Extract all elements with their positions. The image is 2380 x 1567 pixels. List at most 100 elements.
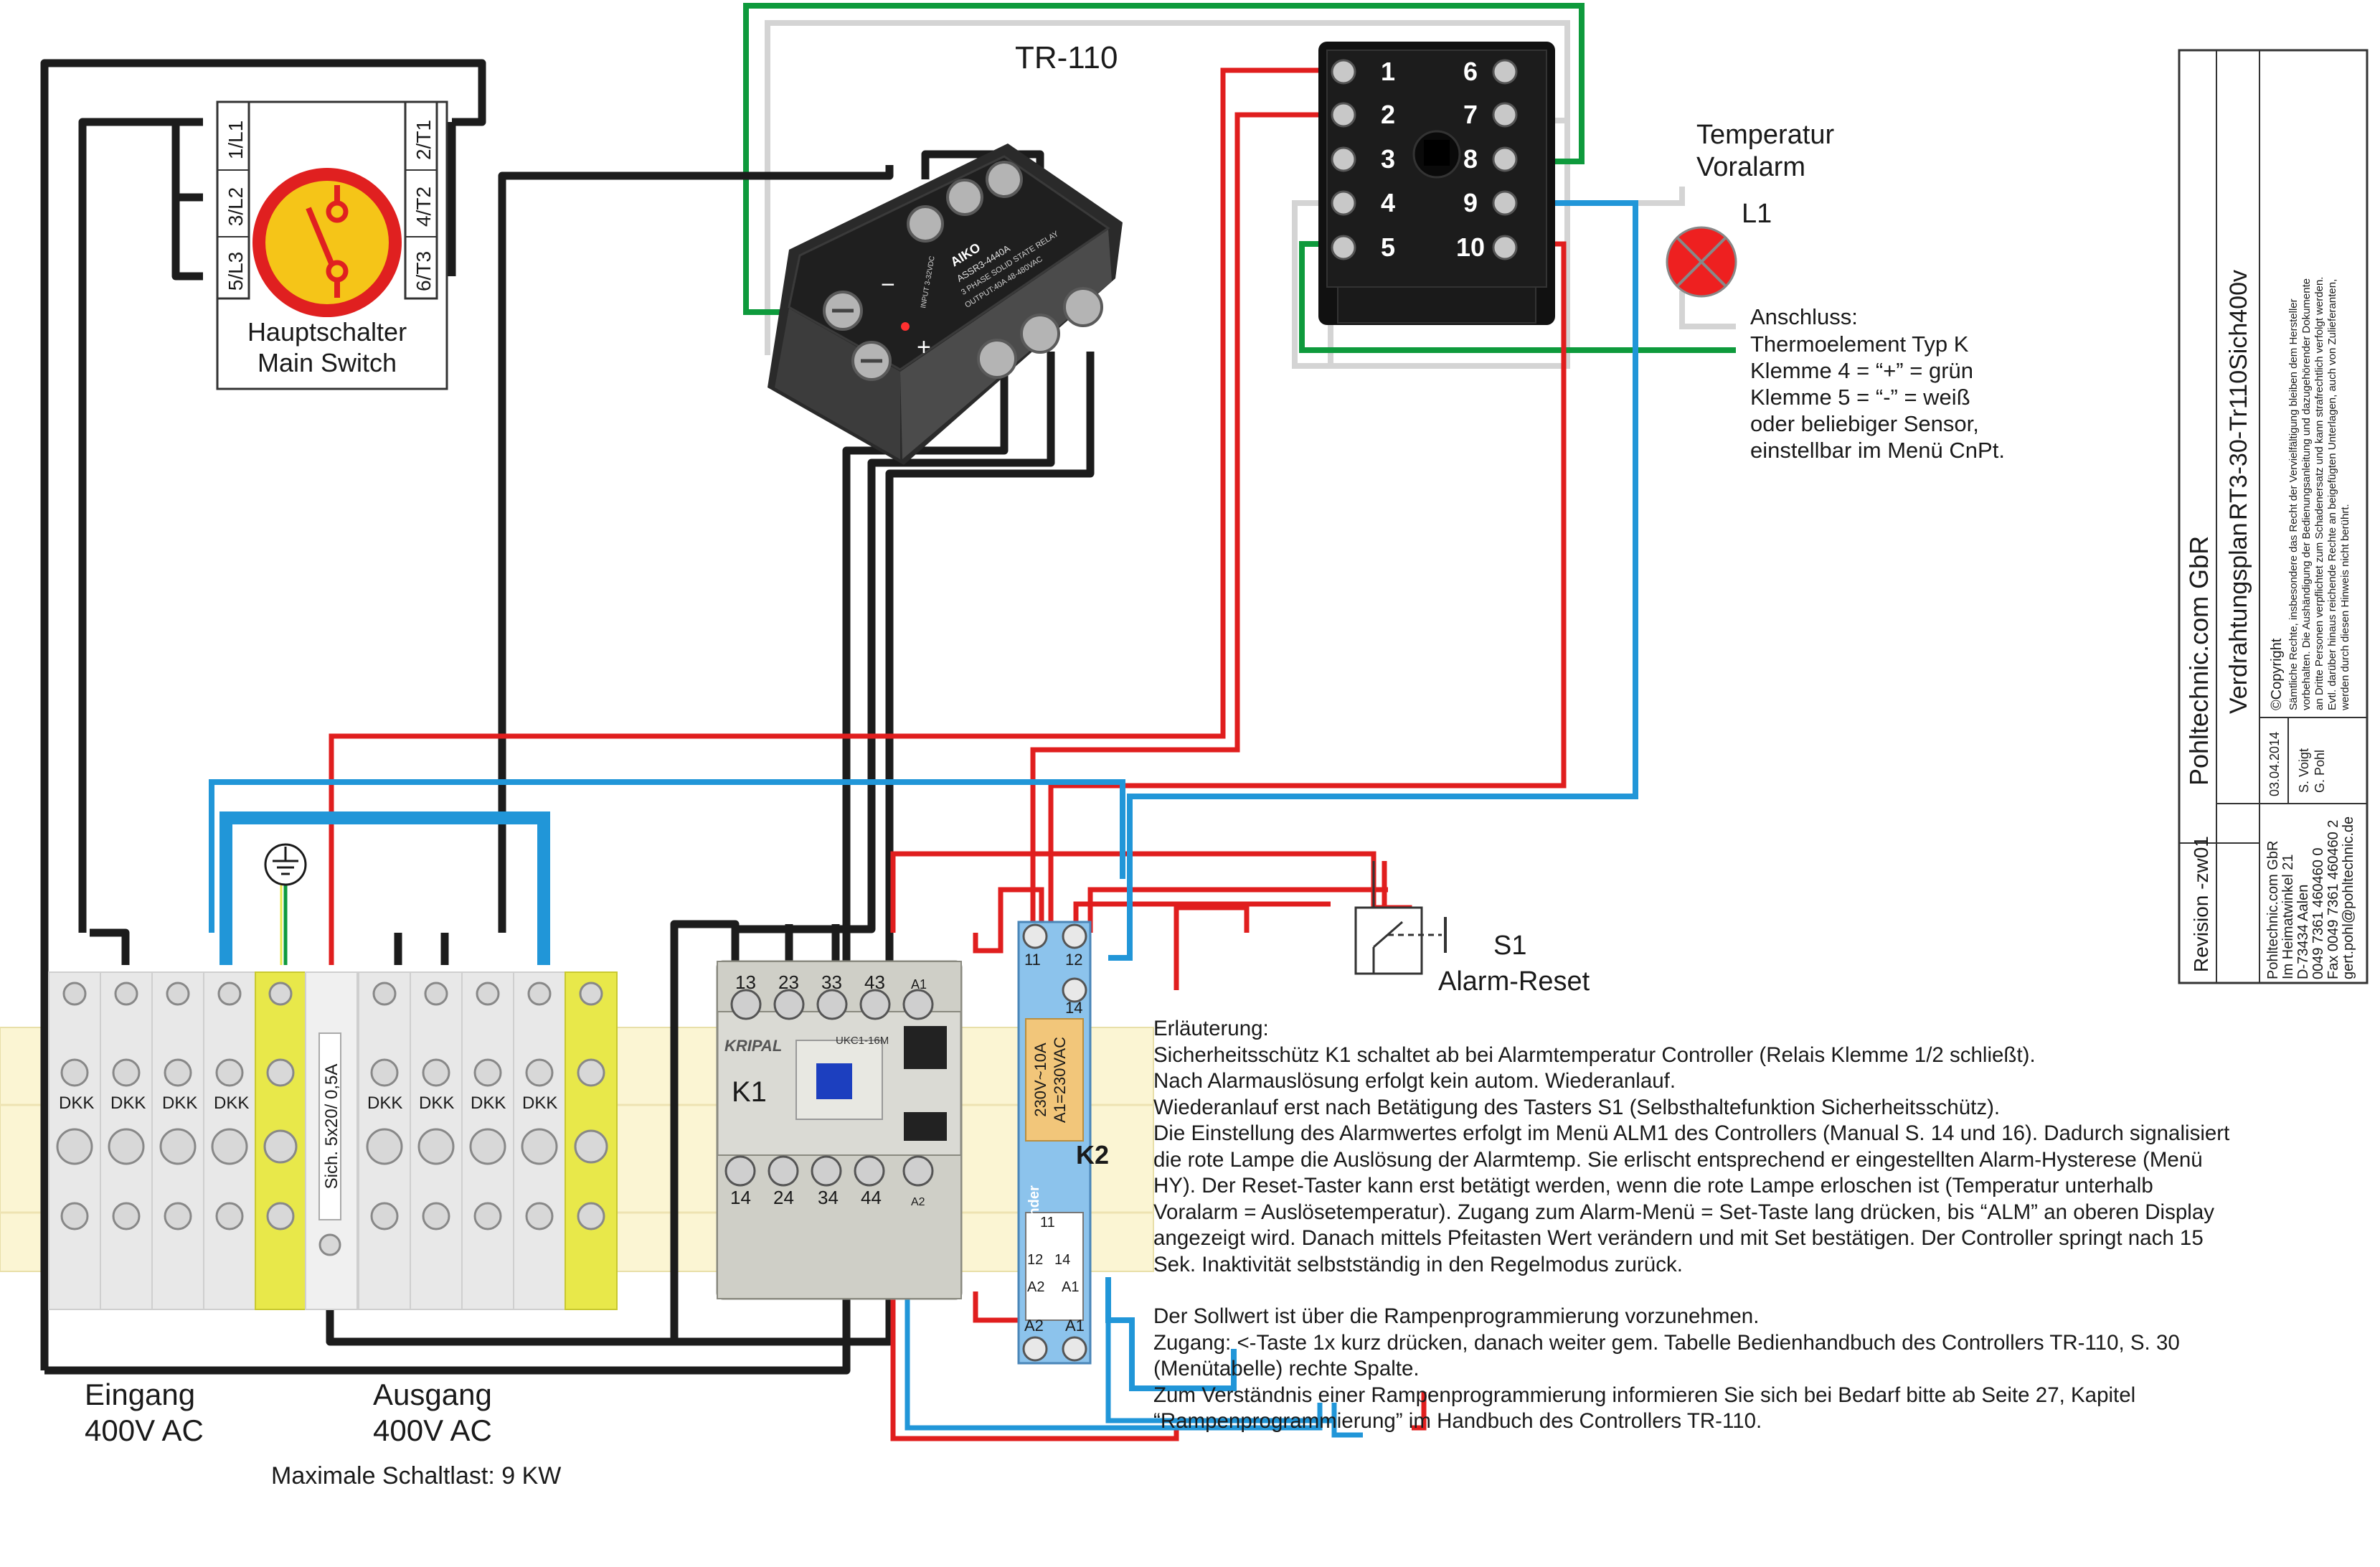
dkk-label: DKK — [419, 1093, 454, 1113]
controller-terminal-2: 2 — [1381, 100, 1395, 129]
controller-tr110: 1 2 3 4 5 6 7 8 9 10 — [1318, 42, 1555, 325]
relay-terminal-label: A1 — [1065, 1317, 1085, 1335]
contactor-actuator-icon — [816, 1063, 852, 1099]
reset-button-name: S1 — [1493, 931, 1526, 961]
ssr-input-screw-icon — [823, 291, 892, 381]
contactor-slot-icon — [904, 1026, 947, 1069]
main-switch-terminal-5l3: 5/L3 — [225, 252, 247, 291]
main-switch-label-en: Main Switch — [258, 348, 397, 377]
copyright-line: Evtl. darüber hinaus reichende Rechte an… — [2326, 279, 2338, 710]
sensor-note-line: Thermoelement Typ K — [1750, 331, 1969, 357]
relay-terminal-label: 14 — [1054, 1252, 1070, 1268]
title-plan-label: Verdrahtungsplan — [2225, 522, 2252, 714]
controller-terminal-9: 9 — [1463, 188, 1478, 217]
output-voltage-label: 400V AC — [373, 1413, 492, 1447]
contactor-terminal-label: 44 — [861, 1187, 882, 1208]
sensor-note-line: Klemme 5 = “-” = weiß — [1750, 385, 1970, 410]
copyright-heading: ©Copyright — [2269, 638, 2285, 710]
fuse-label: Sich. 5x20/ 0,5A — [322, 1064, 341, 1190]
dkk-label: DKK — [367, 1093, 402, 1113]
contactor-name: K1 — [732, 1076, 767, 1108]
relay-name: K2 — [1076, 1140, 1109, 1170]
ssr-minus-label: − — [881, 271, 895, 298]
contactor-slot-icon — [904, 1112, 947, 1141]
explanation-line: angezeigt wird. Danach mittels Pfeitaste… — [1153, 1226, 2204, 1250]
explanation-line: Der Sollwert ist über die Rampenprogramm… — [1153, 1304, 1760, 1328]
main-switch: 1/L1 3/L2 5/L3 2/T1 4/T2 6/T3 Hauptschal… — [216, 100, 448, 390]
explanation-line: Voralarm = Auslösetemperatur). Zugang zu… — [1153, 1200, 2214, 1224]
controller-terminal-1: 1 — [1381, 57, 1395, 86]
earth-symbol-icon — [264, 843, 307, 886]
contactor-terminal-label: A2 — [911, 1196, 925, 1208]
relay-terminal-label: A2 — [1027, 1279, 1044, 1295]
sensor-note-line: oder beliebiger Sensor, — [1750, 411, 1979, 436]
address-line: Pohltechnic.com GbR — [2265, 841, 2281, 979]
explanation-heading: Erläuterung: — [1153, 1017, 1269, 1040]
controller-terminal-8: 8 — [1463, 144, 1478, 174]
explanation-line: Sek. Inaktivität selbstständig in den Re… — [1153, 1252, 1683, 1276]
main-switch-symbol-icon — [252, 168, 402, 317]
dkk-label: DKK — [59, 1093, 94, 1113]
earth-wire — [280, 872, 288, 965]
address-line: Im Heimatwinkel 21 — [2280, 854, 2296, 979]
main-switch-terminal-1l1: 1/L1 — [225, 121, 247, 160]
input-terminal-block: Sich. 5x20/ 0,5A DKK DKK DKK DKK — [48, 971, 358, 1310]
reset-button-label: Alarm-Reset — [1438, 966, 1590, 997]
controller-terminal-4: 4 — [1381, 188, 1395, 217]
controller-screws-icon — [1331, 59, 1518, 260]
relay-brand: finder — [1026, 1185, 1042, 1225]
contactor-model: UKC1-16M — [836, 1035, 889, 1047]
explanation-line: “Rampenprogrammierung” im Handbuch des C… — [1153, 1409, 1762, 1433]
input-voltage-label: 400V AC — [85, 1413, 204, 1447]
sensor-note-line: Klemme 4 = “+” = grün — [1750, 358, 1973, 383]
dkk-label: DKK — [110, 1093, 146, 1113]
relay-terminal-label: 11 — [1040, 1215, 1055, 1230]
explanation-line: HY). Der Reset-Taster kann erst betätigt… — [1153, 1174, 2153, 1197]
contactor-terminal-label: 34 — [818, 1187, 839, 1208]
contactor-brand: KRIPAL — [724, 1037, 782, 1055]
input-terminal-screws-icon — [56, 982, 341, 1256]
sensor-note-line: einstellbar im Menü CnPt. — [1750, 438, 2005, 463]
controller-terminal-7: 7 — [1463, 100, 1478, 129]
contactor-screws-icon — [724, 989, 934, 1187]
lamp-label: L1 — [1742, 199, 1772, 229]
controller-terminal-5: 5 — [1381, 232, 1395, 262]
dkk-label: DKK — [214, 1093, 249, 1113]
contactor-terminal-label: A1 — [911, 977, 927, 992]
blue-wires-relay — [905, 1291, 1363, 1438]
alarm-heading: Temperatur — [1696, 120, 1835, 150]
explanation-line: Nach Alarmauslösung erfolgt kein autom. … — [1153, 1069, 1676, 1093]
explanation-line: die rote Lampe die Auslösung der Alarmte… — [1153, 1147, 2203, 1172]
max-load-label: Maximale Schaltlast: 9 KW — [271, 1462, 561, 1490]
reset-button-symbol-icon — [1354, 861, 1447, 975]
relay-rating: 230V~10A — [1031, 1043, 1049, 1117]
title-plan-id: RT3-30-Tr110Sich400v — [2225, 270, 2252, 520]
copyright-line: vorbehalten. Die Aushändigung der Bedien… — [2300, 278, 2313, 710]
input-label: Eingang — [85, 1378, 195, 1411]
output-terminal-screws-icon — [366, 982, 608, 1230]
title-company: Pohltechnic.com GbR — [2184, 536, 2214, 786]
contactor-k1: KRIPAL K1 UKC1-16M 13 23 33 43 A1 14 24 … — [716, 960, 963, 1300]
main-switch-terminal-6t3: 6/T3 — [412, 251, 435, 291]
title-block: Pohltechnic.com GbR Verdrahtungsplan RT3… — [2178, 49, 2369, 984]
controller-terminal-3: 3 — [1381, 144, 1395, 174]
main-switch-terminal-3l2: 3/L2 — [225, 187, 247, 227]
controller-terminal-10: 10 — [1456, 232, 1485, 262]
black-wires — [40, 59, 1095, 1375]
explanation-line: Die Einstellung des Alarmwertes erfolgt … — [1153, 1121, 2230, 1145]
title-author: S. Voigt — [2297, 748, 2311, 793]
address-line: 0049 7361 460460 0 — [2310, 847, 2326, 979]
relay-coil: A1=230VAC — [1051, 1037, 1069, 1123]
dkk-label: DKK — [522, 1093, 557, 1113]
explanation-line: Wiederanlauf erst nach Betätigung des Ta… — [1153, 1095, 2001, 1119]
relay-terminal-label: 11 — [1024, 951, 1041, 969]
blue-bus — [219, 811, 550, 965]
explanation-block: Erläuterung: Sicherheitsschütz K1 schalt… — [1153, 1016, 2358, 1435]
relay-screws-icon — [1022, 923, 1087, 1362]
relay-terminal-label: A1 — [1062, 1279, 1079, 1295]
sensor-note: Anschluss: Thermoelement Typ K Klemme 4 … — [1750, 304, 2005, 463]
green-wires — [743, 3, 1736, 353]
copyright-line: werden durch diesen Hinweis nicht berühr… — [2339, 504, 2351, 711]
controller-title: TR-110 — [1015, 40, 1118, 75]
